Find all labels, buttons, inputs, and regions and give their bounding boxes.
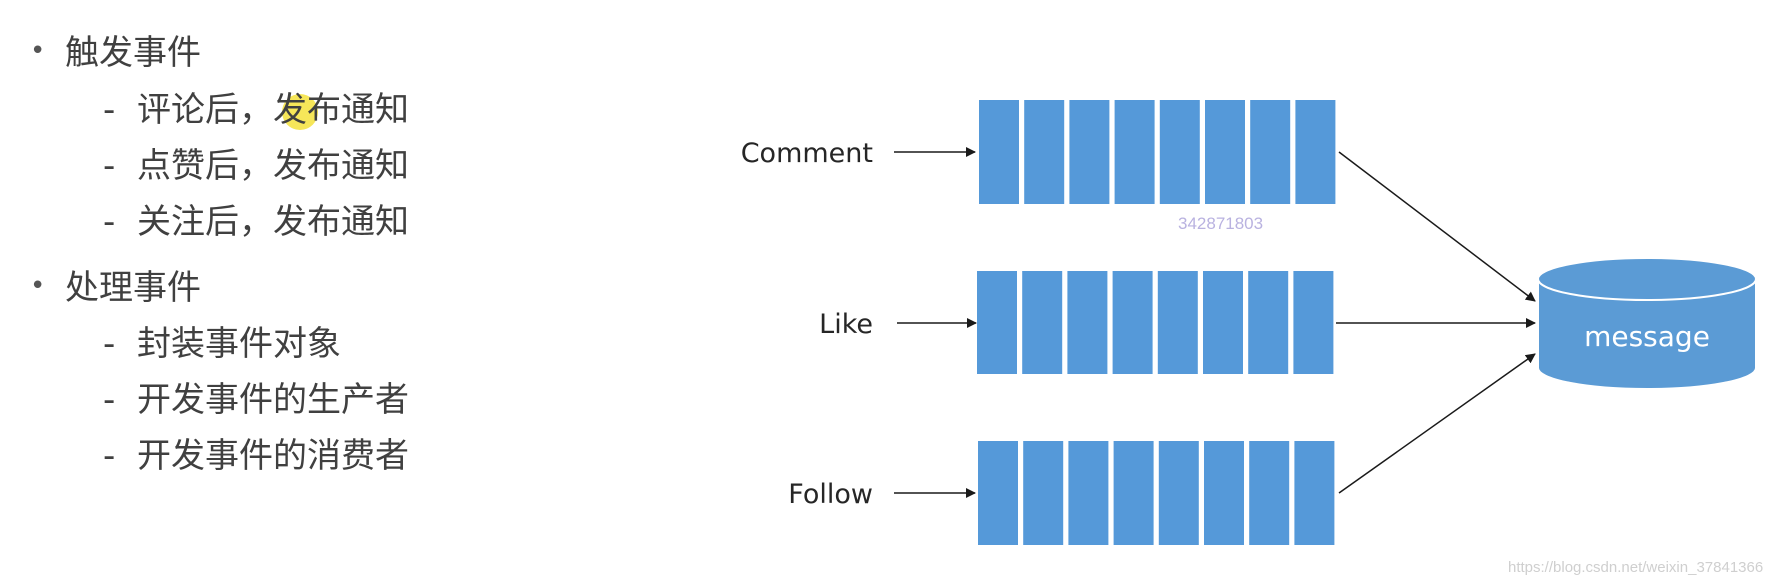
queue-cell <box>1249 441 1290 545</box>
queue-cell <box>1159 100 1200 204</box>
queue-cell <box>1250 100 1291 204</box>
message-database: message <box>1537 257 1757 390</box>
queue-label-follow: Follow <box>788 479 873 510</box>
queue-like <box>977 271 1334 374</box>
sub-item: -关注后，发布通知 <box>103 205 409 239</box>
queue-cell <box>1023 441 1064 545</box>
dash: - <box>103 202 116 242</box>
bullet-label: 触发事件 <box>65 33 201 73</box>
queue-cell <box>1248 271 1289 374</box>
queue-cell <box>979 100 1019 204</box>
sub-item-label: 关注后，发布通知 <box>137 202 409 242</box>
sub-item-label: 封装事件对象 <box>137 324 341 364</box>
queue-cell <box>978 441 1018 545</box>
dash: - <box>103 146 116 186</box>
database-label: message <box>1584 320 1710 353</box>
output-arrow-comment <box>1338 151 1536 302</box>
queue-cell <box>1114 100 1155 204</box>
queue-cell <box>1068 441 1109 545</box>
sub-item: -评论后，发布通知 <box>103 93 409 127</box>
watermark-url: https://blog.csdn.net/weixin_37841366 <box>1508 559 1764 576</box>
queue-cell <box>1022 271 1063 374</box>
sub-item-label: 开发事件的消费者 <box>137 436 409 476</box>
bullet-dot: • <box>30 271 46 301</box>
sub-item: -开发事件的消费者 <box>103 439 409 473</box>
queue-comment <box>979 100 1336 204</box>
sub-item: -开发事件的生产者 <box>103 383 409 417</box>
queue-label-like: Like <box>819 309 873 340</box>
bullet-dot: • <box>30 36 46 66</box>
bullet-label: 处理事件 <box>65 268 201 308</box>
sub-item-label: 点赞后，发布通知 <box>137 146 409 186</box>
database-body <box>1537 278 1757 390</box>
queue-label-comment: Comment <box>741 138 873 169</box>
queue-cell <box>1293 271 1334 374</box>
queue-cell <box>1204 441 1244 545</box>
watermark-id: 342871803 <box>1178 214 1264 233</box>
dash: - <box>103 380 116 420</box>
queue-cell <box>1295 100 1336 204</box>
queue-cell <box>1069 100 1110 204</box>
database-top <box>1537 257 1757 301</box>
dash: - <box>103 436 116 476</box>
output-arrow-follow <box>1338 353 1536 494</box>
queue-cell <box>1112 271 1153 374</box>
dash: - <box>103 324 116 364</box>
queue-cell <box>1113 441 1154 545</box>
queue-cell <box>977 271 1017 374</box>
sub-item: -封装事件对象 <box>103 327 341 361</box>
queue-cell <box>1205 100 1245 204</box>
sub-item: -点赞后，发布通知 <box>103 149 409 183</box>
queue-follow <box>978 441 1335 545</box>
queue-cell <box>1024 100 1065 204</box>
sub-item-label: 评论后，发布通知 <box>137 90 409 130</box>
cursor-highlight <box>282 94 318 130</box>
dash: - <box>103 90 116 130</box>
queue-cell <box>1203 271 1243 374</box>
queue-cell <box>1294 441 1335 545</box>
queue-cell <box>1158 441 1199 545</box>
sub-item-label: 开发事件的生产者 <box>137 380 409 420</box>
queue-cell <box>1157 271 1198 374</box>
outline-text: • 触发事件 -评论后，发布通知 -点赞后，发布通知 -关注后，发布通知 • 处… <box>0 0 480 587</box>
queue-cell <box>1067 271 1108 374</box>
